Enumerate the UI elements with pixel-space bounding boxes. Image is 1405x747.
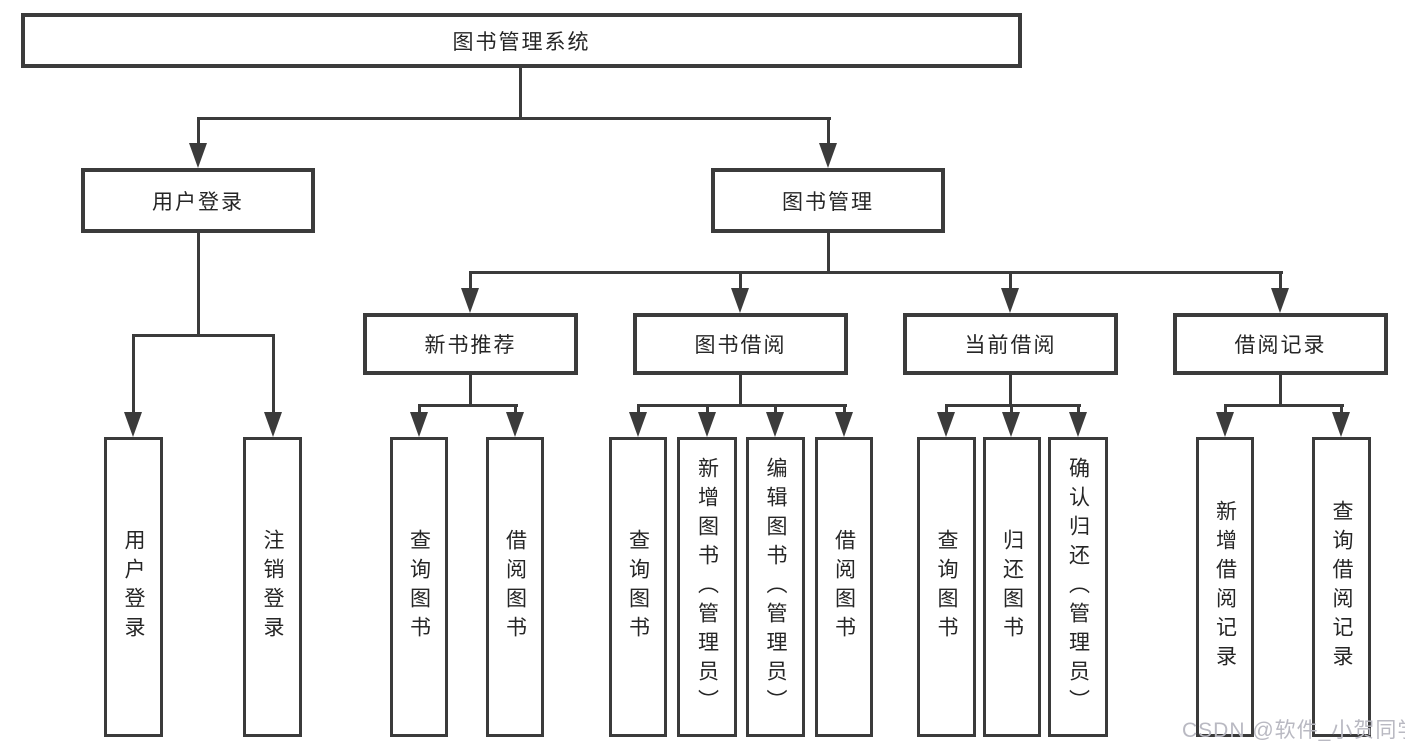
node-label: 借阅图书 [832, 529, 856, 645]
arrowhead-down-icon [1271, 288, 1289, 313]
node-borrow-record: 借阅记录 [1173, 313, 1388, 375]
node-label: 确认归还（管理员） [1066, 456, 1090, 718]
connector-line [132, 334, 275, 337]
node-label: 编辑图书（管理员） [764, 456, 787, 718]
arrowhead-down-icon [124, 412, 142, 437]
csdn-watermark: CSDN @软件_小贺同学 [1182, 719, 1405, 742]
node-label: 当前借阅 [964, 334, 1057, 357]
connector-line [1279, 271, 1282, 291]
connector-line [945, 404, 948, 416]
connector-line [774, 404, 777, 416]
node-label: 新增图书（管理员） [695, 456, 719, 718]
connector-line [843, 404, 846, 416]
arrowhead-down-icon [731, 288, 749, 313]
connector-line [739, 271, 742, 291]
arrowhead-down-icon [506, 412, 524, 437]
leaf-user-login: 用户登录 [104, 437, 163, 737]
node-label: 归还图书 [1000, 529, 1024, 645]
connector-line [827, 231, 830, 273]
connector-line [197, 117, 831, 120]
connector-line [945, 404, 1081, 407]
node-label: 图书管理系统 [452, 30, 591, 54]
connector-line [1009, 271, 1012, 291]
arrowhead-down-icon [1001, 288, 1019, 313]
leaf-add-borrow-record: 新增借阅记录 [1196, 437, 1254, 737]
connector-line [739, 373, 742, 406]
node-label: 注销登录 [261, 529, 284, 645]
node-book-management: 图书管理 [711, 168, 945, 233]
node-label: 新增借阅记录 [1213, 500, 1237, 674]
arrowhead-down-icon [629, 412, 647, 437]
connector-line [1279, 373, 1282, 406]
leaf-borrow-book-1: 借阅图书 [486, 437, 544, 737]
arrowhead-down-icon [835, 412, 853, 437]
arrowhead-down-icon [1069, 412, 1087, 437]
node-label: 查询图书 [626, 529, 650, 645]
node-label: 用户登录 [152, 190, 244, 214]
connector-line [469, 271, 1283, 274]
arrowhead-down-icon [1332, 412, 1350, 437]
node-label: 借阅记录 [1234, 334, 1327, 357]
leaf-query-book-2: 查询图书 [609, 437, 667, 737]
node-label: 新书推荐 [424, 334, 517, 357]
node-library-system: 图书管理系统 [21, 13, 1022, 68]
leaf-return-book: 归还图书 [983, 437, 1041, 737]
arrowhead-down-icon [189, 143, 207, 168]
leaf-confirm-return-admin: 确认归还（管理员） [1048, 437, 1108, 737]
connector-line [132, 334, 135, 414]
leaf-add-book-admin: 新增图书（管理员） [677, 437, 737, 737]
arrowhead-down-icon [1002, 412, 1020, 437]
node-current-borrow: 当前借阅 [903, 313, 1118, 375]
connector-line [1010, 404, 1013, 416]
node-user-login: 用户登录 [81, 168, 315, 233]
leaf-query-borrow-record: 查询借阅记录 [1312, 437, 1371, 737]
connector-line [469, 373, 472, 406]
connector-line [272, 334, 275, 414]
arrowhead-down-icon [1216, 412, 1234, 437]
connector-line [1009, 373, 1012, 406]
leaf-edit-book-admin: 编辑图书（管理员） [746, 437, 805, 737]
connector-line [1340, 404, 1343, 416]
node-label: 借阅图书 [503, 529, 527, 645]
connector-line [706, 404, 709, 416]
node-book-borrow: 图书借阅 [633, 313, 848, 375]
connector-line [514, 404, 517, 416]
connector-line [418, 404, 518, 407]
arrowhead-down-icon [264, 412, 282, 437]
arrowhead-down-icon [766, 412, 784, 437]
connector-line [1224, 404, 1344, 407]
leaf-borrow-book-2: 借阅图书 [815, 437, 873, 737]
node-label: 图书管理 [782, 190, 874, 214]
leaf-logout: 注销登录 [243, 437, 302, 737]
node-label: 查询借阅记录 [1330, 500, 1353, 674]
node-label: 查询图书 [407, 529, 431, 645]
connector-line [1077, 404, 1080, 416]
connector-line [197, 117, 200, 145]
connector-line [1224, 404, 1227, 416]
connector-line [469, 271, 472, 291]
connector-line [827, 117, 830, 145]
arrowhead-down-icon [461, 288, 479, 313]
leaf-query-book-3: 查询图书 [917, 437, 976, 737]
node-label: 图书借阅 [694, 334, 787, 357]
arrowhead-down-icon [410, 412, 428, 437]
connector-line [637, 404, 847, 407]
leaf-query-book-1: 查询图书 [390, 437, 448, 737]
arrowhead-down-icon [937, 412, 955, 437]
connector-line [519, 66, 522, 119]
arrowhead-down-icon [698, 412, 716, 437]
node-new-book-recommend: 新书推荐 [363, 313, 578, 375]
node-label: 查询图书 [935, 529, 958, 645]
connector-line [197, 231, 200, 337]
connector-line [418, 404, 421, 416]
arrowhead-down-icon [819, 143, 837, 168]
node-label: 用户登录 [122, 529, 145, 645]
connector-line [637, 404, 640, 416]
